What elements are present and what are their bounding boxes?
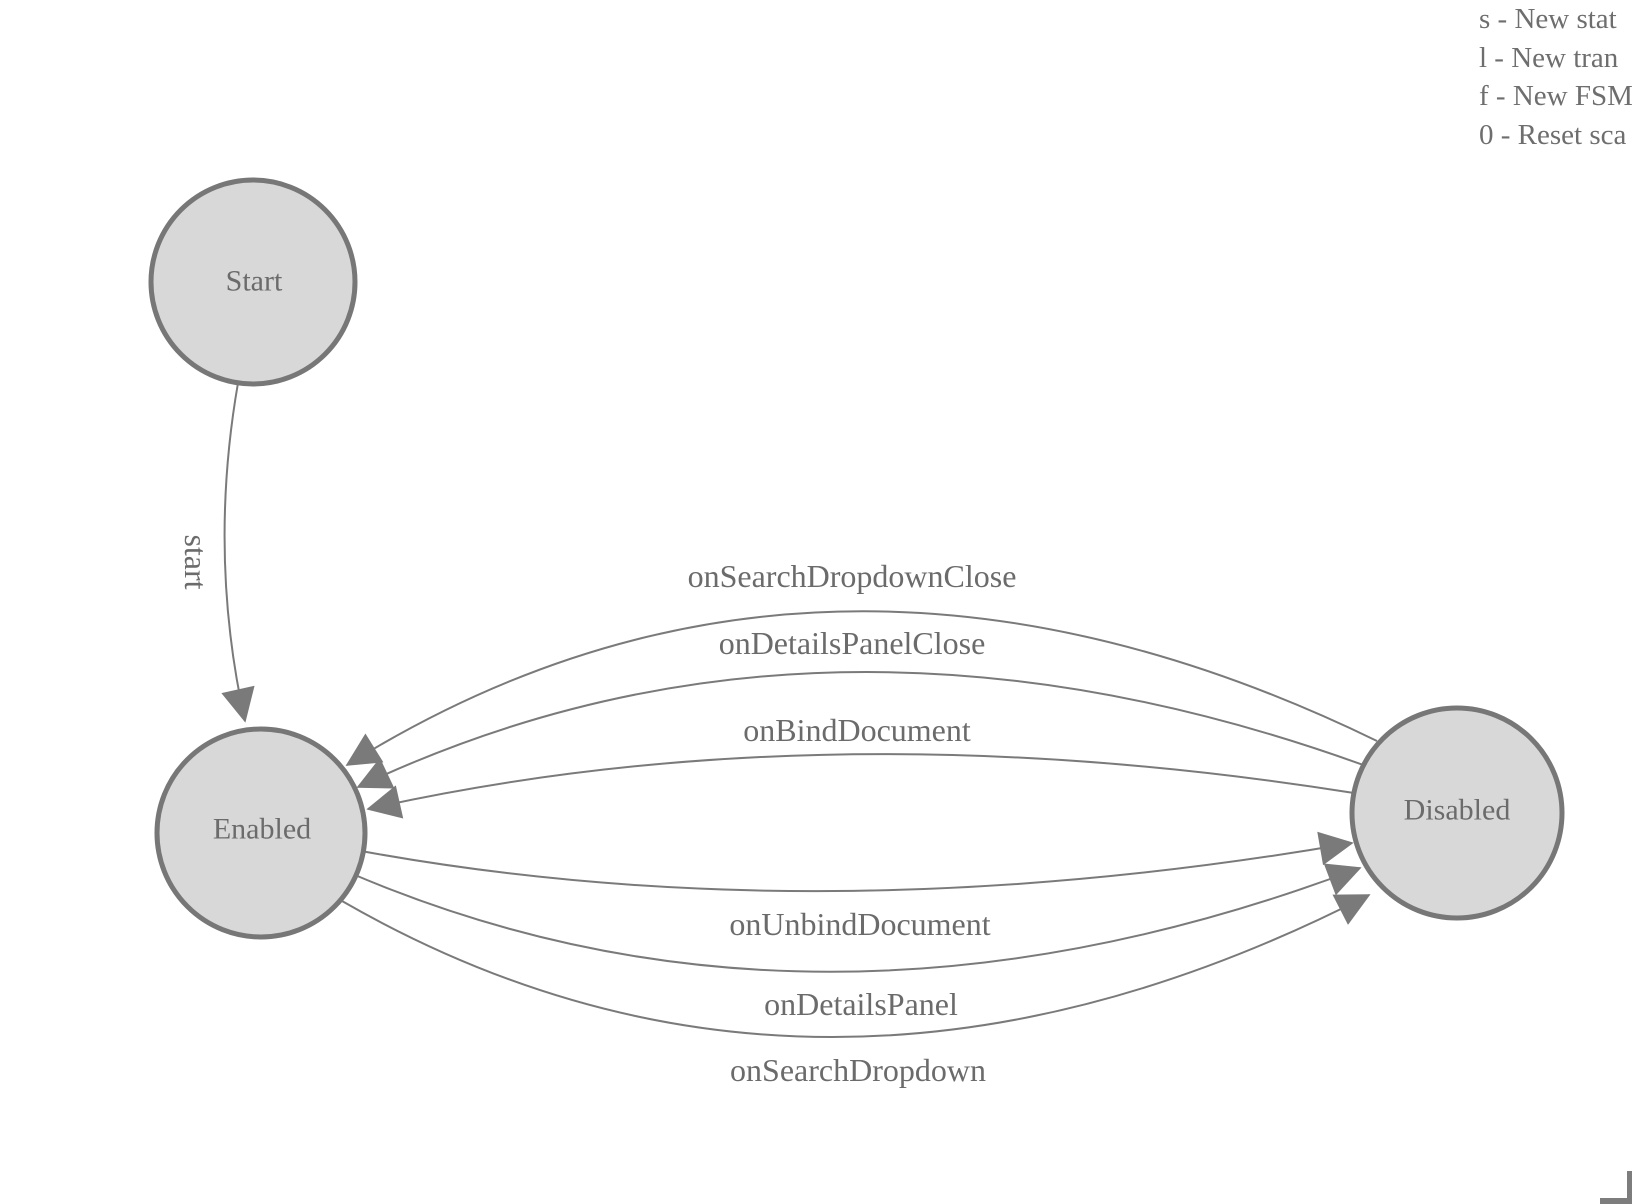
- state-node-enabled[interactable]: [154, 726, 368, 940]
- legend-shortcut-f: f - New FSM: [1479, 80, 1632, 112]
- transition-label-onsearchdropdownclose: onSearchDropdownClose: [688, 558, 1017, 594]
- legend-shortcut-s: s - New stat: [1479, 3, 1617, 35]
- state-node-disabled[interactable]: [1349, 705, 1565, 921]
- state-node-start[interactable]: [148, 177, 358, 387]
- transition-onbinddocument[interactable]: [366, 753, 1355, 819]
- legend-shortcut-0: 0 - Reset sca: [1479, 118, 1627, 151]
- transition-onunbinddocument[interactable]: [360, 831, 1354, 893]
- legend-shortcut-l: l - New tran: [1479, 41, 1619, 74]
- transition-label-onunbinddocument: onUnbindDocument: [729, 906, 990, 942]
- transition-label-onbinddocument: onBindDocument: [743, 712, 971, 748]
- canvas-corner-bracket: [1600, 1171, 1632, 1204]
- transition-label-start: start: [178, 534, 214, 589]
- transition-onsearchdropdown[interactable]: [341, 894, 1371, 1038]
- transition-label-onsearchdropdown: onSearchDropdown: [730, 1052, 986, 1088]
- transition-label-ondetailspanel: onDetailsPanel: [764, 986, 958, 1022]
- transition-ondetailspanel[interactable]: [354, 863, 1362, 973]
- transition-onsearchdropdownclose[interactable]: [345, 610, 1378, 766]
- state-label-start: Start: [226, 265, 283, 298]
- shortcuts-legend: s - New stat l - New tran f - New FSM 0 …: [1479, 0, 1632, 154]
- transition-label-ondetailspanelclose: onDetailsPanelClose: [719, 625, 986, 661]
- state-label-disabled: Disabled: [1404, 794, 1511, 827]
- state-label-enabled: Enabled: [213, 813, 311, 846]
- transition-start[interactable]: [221, 382, 255, 723]
- transition-ondetailspanelclose[interactable]: [356, 671, 1367, 789]
